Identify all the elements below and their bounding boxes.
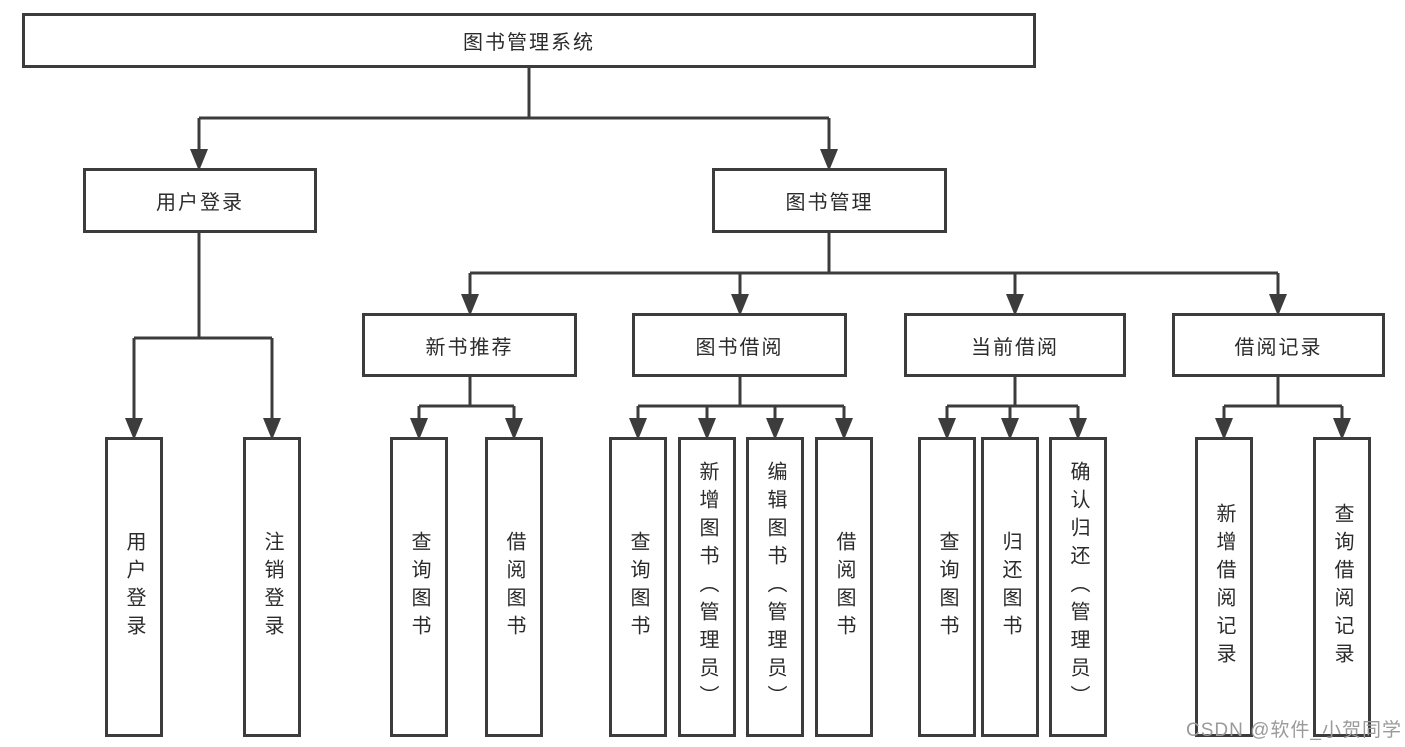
- leaf-borrow-books-recommend: 借阅图书: [485, 437, 543, 737]
- leaf-query-books-recommend: 查询图书: [390, 437, 448, 737]
- node-current-borrowing: 当前借阅: [904, 313, 1126, 377]
- node-root: 图书管理系统: [22, 13, 1036, 68]
- node-borrowing-records: 借阅记录: [1172, 313, 1385, 377]
- node-book-management: 图书管理: [712, 168, 947, 233]
- leaf-return-books: 归还图书: [981, 437, 1039, 737]
- leaf-add-book-admin: 新增图书（管理员）: [678, 437, 736, 737]
- node-user-login: 用户登录: [83, 168, 317, 233]
- watermark: CSDN @软件_小贺同学: [1186, 720, 1402, 741]
- leaf-query-books-borrowing: 查询图书: [609, 437, 667, 737]
- leaf-query-borrow-record: 查询借阅记录: [1313, 437, 1371, 737]
- leaf-borrow-books-borrowing: 借阅图书: [815, 437, 873, 737]
- node-book-borrowing: 图书借阅: [632, 313, 847, 377]
- leaf-query-books-current: 查询图书: [918, 437, 976, 737]
- leaf-confirm-return-admin: 确认归还（管理员）: [1049, 437, 1107, 737]
- leaf-logout: 注销登录: [243, 437, 301, 737]
- node-new-book-recommendation: 新书推荐: [362, 313, 577, 377]
- leaf-edit-book-admin: 编辑图书（管理员）: [746, 437, 804, 737]
- leaf-user-login: 用户登录: [105, 437, 163, 737]
- leaf-add-borrow-record: 新增借阅记录: [1195, 437, 1253, 737]
